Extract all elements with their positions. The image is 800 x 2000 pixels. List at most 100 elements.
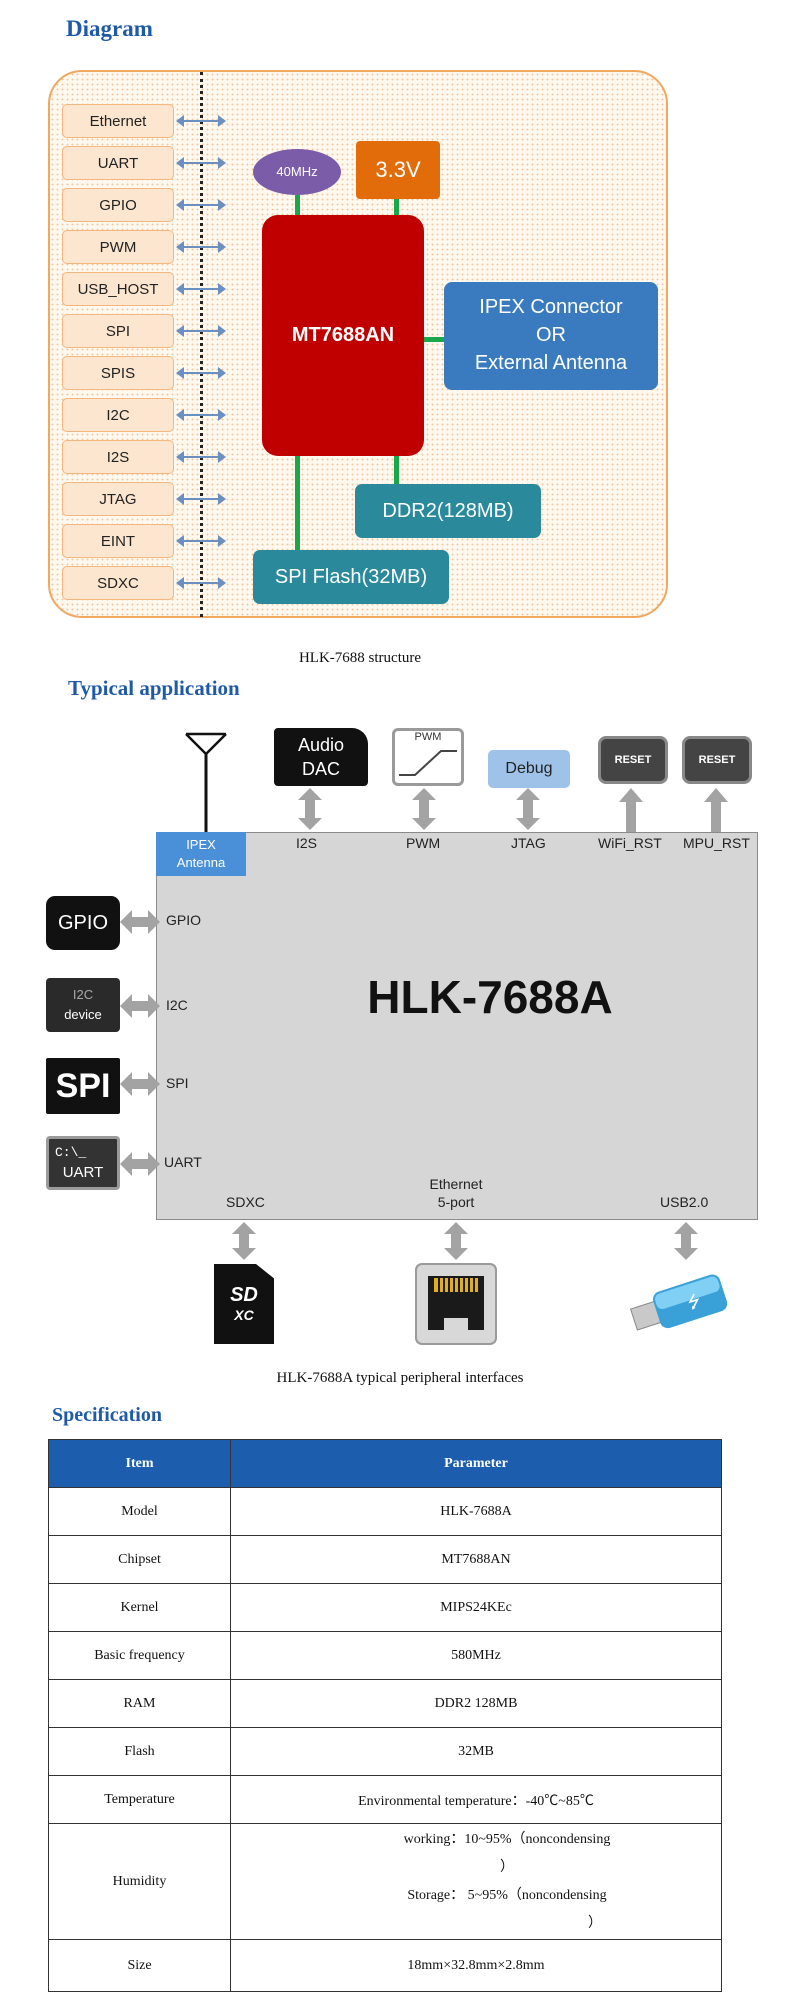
diagram-caption: HLK-7688 structure	[298, 650, 422, 666]
spec-value: 580MHz	[230, 1631, 722, 1680]
spec-value: MIPS24KEc	[230, 1583, 722, 1632]
spec-item: Size	[48, 1939, 231, 1992]
spec-value: Environmental temperature：-40℃~85℃	[230, 1775, 722, 1824]
port-gpio: GPIO	[166, 912, 202, 928]
table-row: Temperature Environmental temperature：-4…	[48, 1775, 722, 1824]
double-arrow-icon	[176, 325, 226, 337]
spec-item: RAM	[48, 1679, 231, 1728]
ddr-link	[394, 456, 399, 484]
double-arrow-icon	[176, 283, 226, 295]
interface-spis: SPIS	[62, 356, 174, 390]
spec-value: HLK-7688A	[230, 1487, 722, 1536]
spec-item: Temperature	[48, 1775, 231, 1824]
antenna-link	[424, 337, 444, 342]
table-row: Basic frequency 580MHz	[48, 1631, 722, 1680]
port-spi: SPI	[166, 1075, 189, 1091]
interface-uart: UART	[62, 146, 174, 180]
reset-label-1: RESET	[614, 754, 652, 766]
antenna-line-1: IPEX Connector	[479, 296, 623, 318]
audio-dac-icon: Audio DAC	[274, 728, 368, 786]
spec-item: Flash	[48, 1727, 231, 1776]
flash-link	[295, 456, 300, 550]
clock-block: 40MHz	[253, 149, 341, 195]
pwm-icon-label: PWM	[414, 731, 442, 743]
interface-sdxc: SDXC	[62, 566, 174, 600]
xc-label: XC	[234, 1307, 254, 1323]
port-uart: UART	[164, 1154, 202, 1170]
port-wifi-rst: WiFi_RST	[598, 835, 662, 851]
flash-block: SPI Flash(32MB)	[253, 550, 449, 604]
interface-jtag: JTAG	[62, 482, 174, 516]
table-row: Kernel MIPS24KEc	[48, 1583, 722, 1632]
usb-drive-icon: ⭍	[629, 1274, 728, 1331]
humidity-line-2: ）	[500, 1859, 514, 1875]
power-label: 3.3V	[375, 157, 421, 182]
spec-item: Kernel	[48, 1583, 231, 1632]
sd-card-icon: SD XC	[214, 1264, 274, 1344]
double-arrow-icon	[176, 157, 226, 169]
i2c-device-icon: I2C device	[46, 978, 120, 1032]
wifi-reset-icon: RESET	[598, 736, 668, 784]
humidity-line-1: working：10~95%（noncondensing	[403, 1831, 611, 1847]
ethernet-port-icon	[415, 1263, 497, 1345]
clock-link	[295, 195, 300, 215]
power-link	[394, 199, 399, 215]
antenna-port-label: Antenna	[176, 855, 226, 870]
pwm-ramp-icon	[399, 750, 457, 776]
header-item: Item	[48, 1439, 231, 1488]
antenna-icon	[185, 732, 227, 836]
svg-text:⭍: ⭍	[685, 1291, 704, 1313]
ddr-block: DDR2(128MB)	[355, 484, 541, 538]
port-ethernet-line-2: 5-port	[437, 1194, 475, 1210]
audio-label: Audio	[297, 735, 345, 755]
double-arrow-icon	[176, 535, 226, 547]
top-connector-arrows	[298, 788, 728, 832]
spec-header-row: Item Parameter	[48, 1439, 722, 1488]
module-box	[156, 832, 758, 1220]
table-row: Humidity working：10~95%（noncondensing ） …	[48, 1823, 722, 1940]
gpio-device-icon: GPIO	[46, 896, 120, 950]
interface-gpio: GPIO	[62, 188, 174, 222]
chip-label: MT7688AN	[291, 324, 395, 346]
spec-value: DDR2 128MB	[230, 1679, 722, 1728]
spec-table: Item Parameter Model HLK-7688A Chipset M…	[48, 1439, 722, 1992]
double-arrow-icon	[176, 367, 226, 379]
humidity-line-3: Storage： 5~95%（noncondensing	[407, 1887, 607, 1903]
gpio-device-label: GPIO	[57, 912, 108, 934]
double-arrow-icon	[176, 409, 226, 421]
pwm-icon: PWM	[392, 728, 464, 786]
spec-item: Model	[48, 1487, 231, 1536]
humidity-line-4: ）	[588, 1915, 602, 1931]
debug-label: Debug	[505, 760, 553, 777]
port-usb: USB2.0	[660, 1194, 709, 1210]
table-row: RAM DDR2 128MB	[48, 1679, 722, 1728]
interface-i2c: I2C	[62, 398, 174, 432]
interface-ethernet: Ethernet	[62, 104, 174, 138]
spec-value: working：10~95%（noncondensing ） Storage： …	[230, 1823, 722, 1940]
clock-label: 40MHz	[276, 164, 318, 179]
double-arrow-icon	[176, 577, 226, 589]
spec-item: Chipset	[48, 1535, 231, 1584]
double-arrow-icon	[176, 451, 226, 463]
left-connector-arrows	[120, 910, 160, 1176]
table-row: Size 18mm×32.8mm×2.8mm	[48, 1939, 722, 1992]
interface-i2s: I2S	[62, 440, 174, 474]
ipex-antenna-port: IPEX Antenna	[156, 832, 246, 876]
flash-label: SPI Flash(32MB)	[274, 566, 428, 588]
port-sdxc: SDXC	[226, 1194, 265, 1210]
port-i2s: I2S	[296, 835, 318, 851]
spi-device-icon: SPI	[46, 1058, 120, 1114]
spec-value: 32MB	[230, 1727, 722, 1776]
uart-device-icon: C:\_ UART	[46, 1136, 120, 1190]
application-title: Typical application	[68, 676, 240, 700]
spec-value: MT7688AN	[230, 1535, 722, 1584]
mpu-reset-icon: RESET	[682, 736, 752, 784]
double-arrow-icon	[176, 199, 226, 211]
uart-prompt-label: C:\_	[55, 1145, 87, 1160]
specification-title: Specification	[52, 1404, 162, 1426]
bottom-connector-arrows	[232, 1222, 698, 1260]
interface-pwm: PWM	[62, 230, 174, 264]
spi-device-label: SPI	[55, 1067, 111, 1105]
interface-eint: EINT	[62, 524, 174, 558]
application-caption: HLK-7688A typical peripheral interfaces	[276, 1370, 524, 1386]
